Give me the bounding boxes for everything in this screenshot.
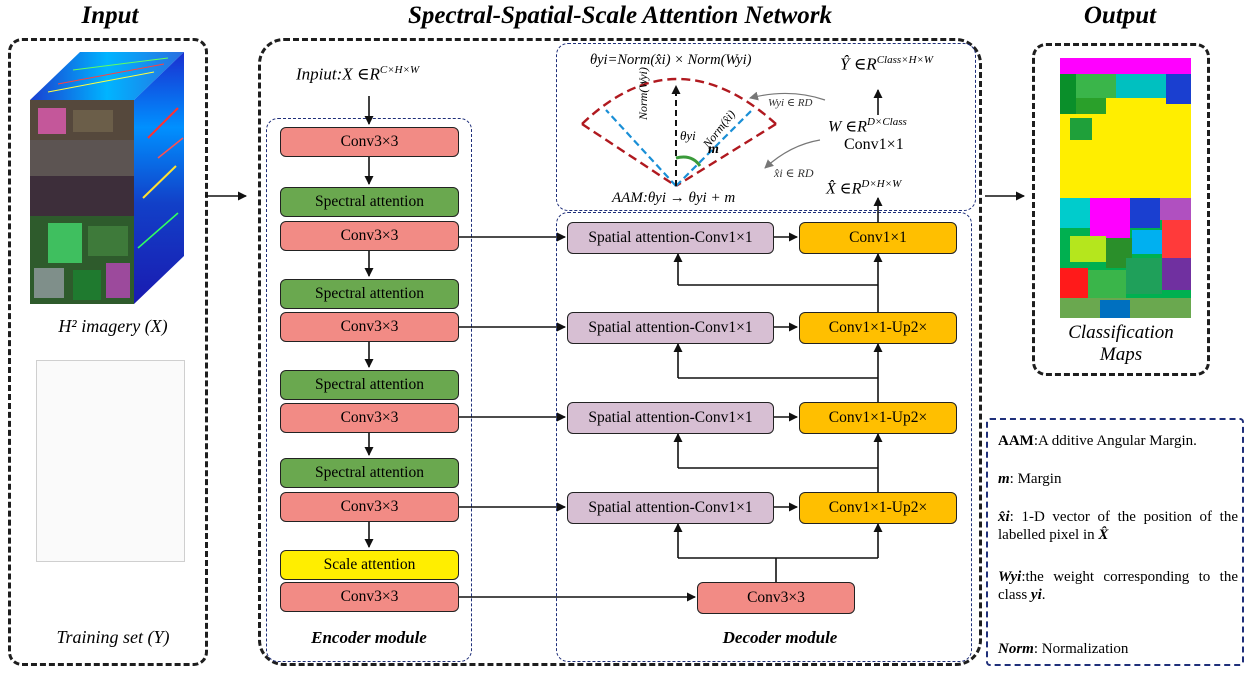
x-hat-text: X̂ ∈R xyxy=(826,180,862,198)
aam-conv-label: Conv1×1 xyxy=(844,136,904,153)
legend-x-key: x̂i xyxy=(998,509,1010,525)
decoder-conv1x1-up-3: Conv1×1-Up2× xyxy=(799,492,957,524)
legend-x-suffix: X̂ xyxy=(1098,527,1109,543)
encoder-conv3x3-1: Conv3×3 xyxy=(280,127,459,157)
encoder-conv3x3-5: Conv3×3 xyxy=(280,492,459,522)
input-formula-sup: C×H×W xyxy=(379,64,420,76)
legend-aam-key: AAM xyxy=(998,433,1034,449)
w-sup: D×Class xyxy=(866,116,907,128)
w-formula: W ∈RD×Class xyxy=(828,116,907,136)
aam-formula: AAM:θyi → θyi + m xyxy=(612,190,736,206)
w-yi-label: Wyi ∈ RD xyxy=(768,97,813,109)
legend-norm-key: Norm xyxy=(998,641,1034,657)
legend-x-text: : 1-D vector of the position of the labe… xyxy=(998,509,1238,543)
classification-map-image xyxy=(1060,58,1191,318)
theta-label: θyi xyxy=(680,128,696,143)
input-title: Input xyxy=(81,2,139,29)
w-text: W ∈R xyxy=(828,118,867,136)
encoder-label: Encoder module xyxy=(311,628,427,647)
output-caption-line2: Maps xyxy=(1099,344,1143,365)
spatial-attention-3: Spatial attention-Conv1×1 xyxy=(567,402,774,434)
output-panel xyxy=(1032,43,1210,376)
encoder-conv3x3-6: Conv3×3 xyxy=(280,582,459,612)
decoder-conv3x3: Conv3×3 xyxy=(697,582,855,614)
network-panel xyxy=(258,38,982,666)
spectral-attention-4: Spectral attention xyxy=(280,458,459,488)
legend-m-key: m xyxy=(998,471,1010,487)
decoder-panel xyxy=(556,212,972,662)
legend-aam-text: :A dditive Angular Margin. xyxy=(1033,433,1197,449)
legend-norm: Norm: Normalization xyxy=(998,640,1238,658)
norm-w-label: Norm(Wyi) xyxy=(636,67,650,120)
x-hat-sup: D×H×W xyxy=(861,178,902,190)
y-hat-text: Ŷ ∈R xyxy=(840,54,877,74)
scale-attention: Scale attention xyxy=(280,550,459,580)
decoder-conv1x1: Conv1×1 xyxy=(799,222,957,254)
spectral-attention-3: Spectral attention xyxy=(280,370,459,400)
spectral-attention-2: Spectral attention xyxy=(280,279,459,309)
output-caption-line1: Classification xyxy=(1068,322,1174,343)
x-i-label: x̂i ∈ RD xyxy=(774,166,814,180)
y-hat-formula: Ŷ ∈RClass×H×W xyxy=(840,54,933,75)
legend-norm-text: : Normalization xyxy=(1033,641,1129,657)
x-hat-formula: X̂ ∈RD×H×W xyxy=(826,178,901,198)
spatial-attention-4: Spatial attention-Conv1×1 xyxy=(567,492,774,524)
legend-x: x̂i: 1-D vector of the position of the l… xyxy=(998,508,1238,544)
input-formula-text: Inpiut:X ∈R xyxy=(296,64,380,84)
encoder-conv3x3-3: Conv3×3 xyxy=(280,312,459,342)
decoder-conv1x1-up-2: Conv1×1-Up2× xyxy=(799,402,957,434)
legend-aam: AAM:A dditive Angular Margin. xyxy=(998,432,1242,450)
legend-w: Wyi:the weight corresponding to the clas… xyxy=(998,568,1238,604)
decoder-conv1x1-up-1: Conv1×1-Up2× xyxy=(799,312,957,344)
spectral-attention-1: Spectral attention xyxy=(280,187,459,217)
decoder-label: Decoder module xyxy=(722,628,838,647)
legend-m-text: : Margin xyxy=(1009,471,1062,487)
legend-margin: m: Margin xyxy=(998,470,1238,488)
hyperspectral-cube-image xyxy=(30,52,184,304)
training-caption: Training set (Y) xyxy=(56,627,170,647)
output-caption: Classification Maps xyxy=(1034,322,1208,366)
y-hat-sup: Class×H×W xyxy=(876,54,934,66)
input-panel xyxy=(8,38,208,666)
legend-w-text: :the weight corresponding to the class xyxy=(998,569,1238,603)
spatial-attention-2: Spatial attention-Conv1×1 xyxy=(567,312,774,344)
encoder-conv3x3-2: Conv3×3 xyxy=(280,221,459,251)
legend-w-suffix: yi xyxy=(1030,587,1042,603)
encoder-conv3x3-4: Conv3×3 xyxy=(280,403,459,433)
theta-formula: θyi=Norm(x̂i) × Norm(Wyi) xyxy=(590,52,752,68)
aam-panel xyxy=(556,43,976,211)
spatial-attention-1: Spatial attention-Conv1×1 xyxy=(567,222,774,254)
training-set-map xyxy=(36,360,185,562)
imagery-caption: H² imagery (X) xyxy=(58,316,168,336)
legend-w-key: Wyi xyxy=(998,569,1022,585)
margin-label: m xyxy=(708,142,719,157)
network-title: Spectral-Spatial-Scale Attention Network xyxy=(407,2,833,29)
legend-panel xyxy=(986,418,1244,666)
output-title: Output xyxy=(1083,2,1157,29)
input-formula: Inpiut:X ∈RC×H×W xyxy=(296,64,476,85)
legend-w-end: . xyxy=(1041,587,1046,603)
